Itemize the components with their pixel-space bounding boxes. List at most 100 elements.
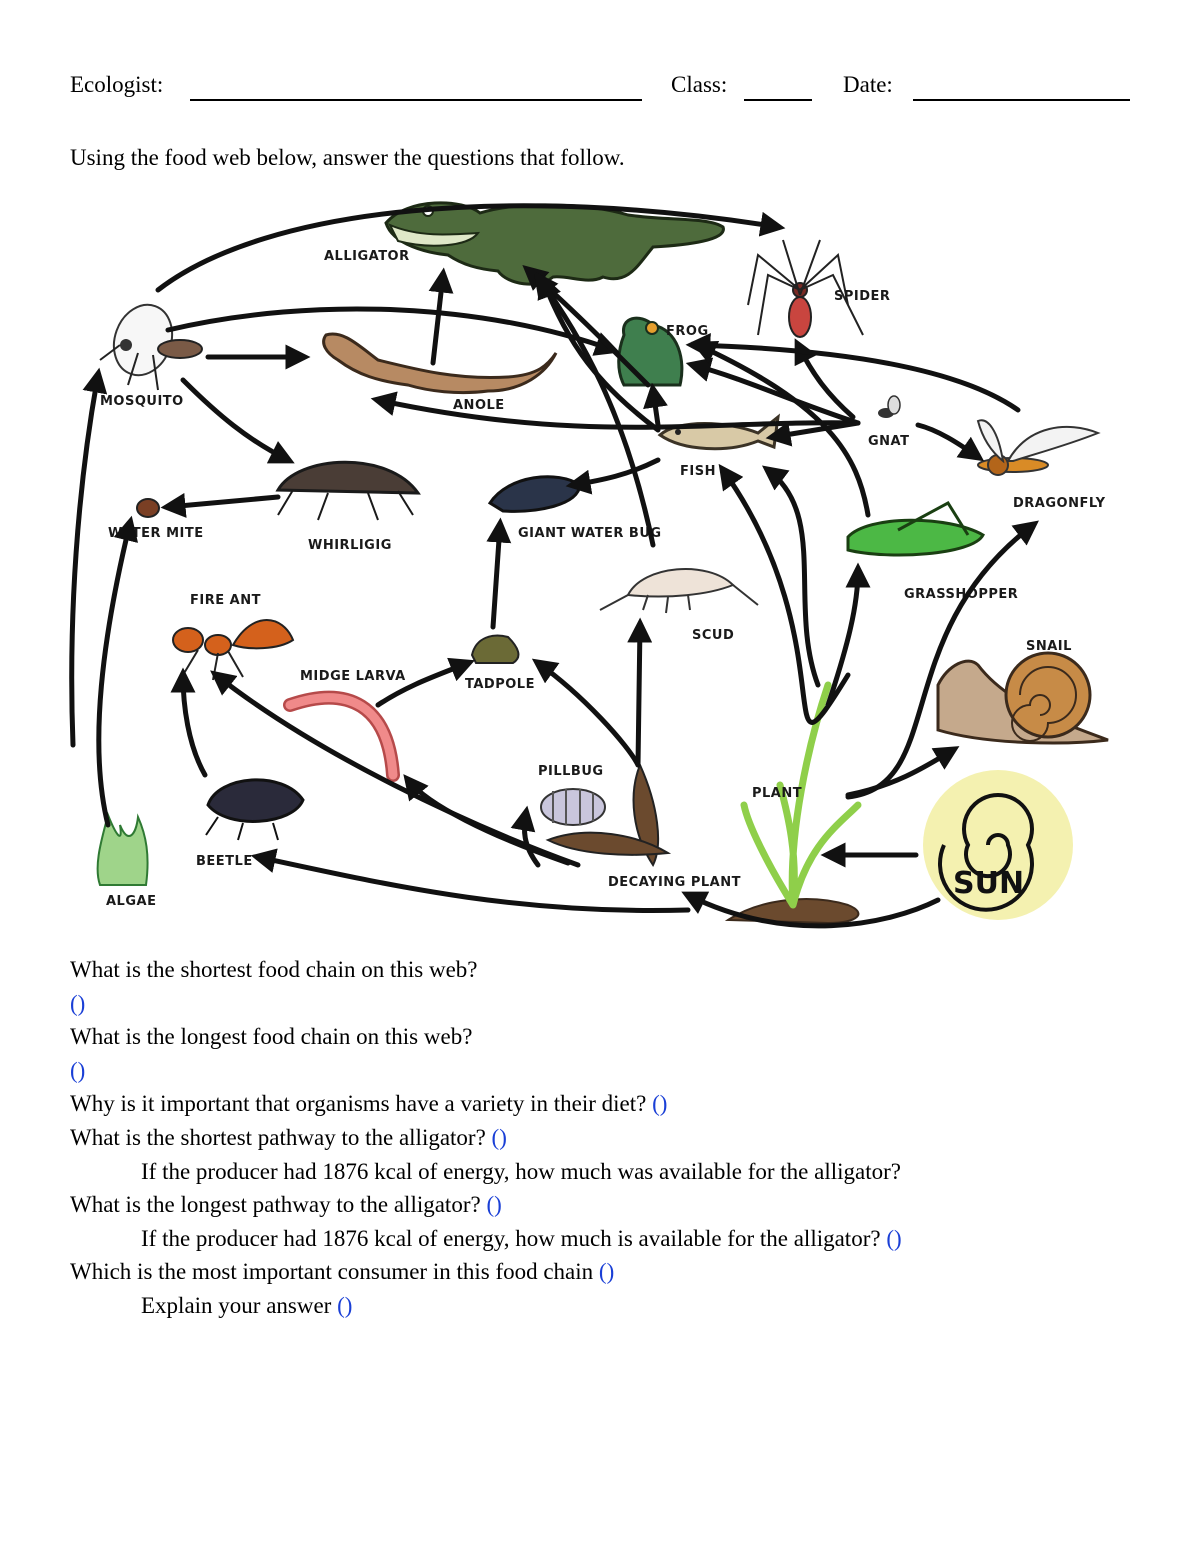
- arrow-decaying-plant-to-pillbug: [510, 805, 541, 868]
- arrow-tadpole-to-giant-water-bug: [486, 517, 512, 630]
- beetle-illustration: [205, 778, 305, 841]
- midge-larva-label: MIDGE LARVA: [300, 669, 406, 684]
- arrow-decaying-plant-to-fire-ant: [210, 670, 581, 868]
- fire-ant-illustration: [172, 619, 295, 681]
- grasshopper-illustration: [846, 501, 985, 557]
- answer-field[interactable]: (): [70, 1057, 86, 1083]
- answer-field[interactable]: (): [486, 1192, 502, 1218]
- alligator-label: ALLIGATOR: [324, 249, 410, 264]
- pillbug-illustration: [540, 788, 606, 826]
- dragonfly-illustration: [976, 419, 1101, 476]
- gnat-illustration: [878, 395, 901, 418]
- arrow-gnat-to-frog: [685, 357, 861, 426]
- arrow-scud-to-alligator: [533, 270, 656, 548]
- question-9: Explain your answer (): [70, 1289, 1130, 1323]
- question-text: If the producer had 1876 kcal of energy,…: [141, 1225, 881, 1251]
- arrow-plant-to-snail: [845, 746, 960, 798]
- arrow-plant-to-fish: [718, 463, 851, 725]
- question-7: If the producer had 1876 kcal of energy,…: [70, 1222, 1130, 1256]
- algae-illustration: [96, 811, 149, 886]
- arrow-decaying-plant-to-tadpole: [531, 658, 641, 768]
- arrow-fish-to-alligator: [537, 273, 661, 433]
- snail-label: SNAIL: [1026, 639, 1072, 654]
- arrow-midge-larva-to-tadpole: [375, 657, 475, 708]
- question-text: Which is the most important consumer in …: [70, 1259, 594, 1285]
- spider-illustration: [747, 239, 864, 338]
- arrow-fish-to-giant-water-bug: [565, 457, 661, 495]
- dragonfly-label: DRAGONFLY: [1013, 496, 1106, 511]
- food-web-arrows: [69, 203, 1039, 929]
- plant-illustration: [724, 681, 862, 925]
- question-6: What is the longest pathway to the allig…: [70, 1188, 1130, 1222]
- arrow-plant-to-grasshopper: [825, 562, 871, 708]
- arrow-sun-to-decaying-plant: [681, 891, 941, 929]
- date-label: Date:: [843, 72, 893, 97]
- question-4: What is the shortest pathway to the alli…: [70, 1121, 1130, 1155]
- spider-label: SPIDER: [834, 289, 890, 304]
- question-text: Explain your answer: [141, 1292, 332, 1318]
- tadpole-illustration: [470, 634, 520, 664]
- question-text: What is the shortest food chain on this …: [70, 957, 478, 982]
- anole-label: ANOLE: [453, 398, 505, 413]
- class-label: Class:: [671, 72, 728, 97]
- question-list: What is the shortest food chain on this …: [70, 953, 1130, 1323]
- date-field[interactable]: [913, 99, 1130, 101]
- arrow-plant-to-gnat: [762, 465, 821, 688]
- arrow-mosquito-to-frog: [165, 306, 621, 356]
- arrow-fish-to-frog: [643, 382, 668, 428]
- plant-label: PLANT: [752, 786, 802, 801]
- sun-illustration: [923, 770, 1073, 920]
- water-mite-label: WATER MITE: [108, 526, 204, 541]
- instructions: Using the food web below, answer the que…: [70, 145, 625, 170]
- question-1: What is the shortest food chain on this …: [70, 953, 1130, 987]
- arrow-mosquito-to-whirligig: [180, 377, 295, 464]
- decaying-plant-illustration: [545, 762, 672, 867]
- question-3: Why is it important that organisms have …: [70, 1087, 1130, 1121]
- answer-field[interactable]: (): [337, 1292, 353, 1318]
- worksheet-header: Ecologist: Class: Date:: [70, 72, 1135, 108]
- scud-label: SCUD: [692, 628, 734, 643]
- answer-field[interactable]: (): [491, 1124, 507, 1150]
- question-text: What is the shortest pathway to the alli…: [70, 1124, 486, 1150]
- answer-row: (): [70, 987, 1130, 1021]
- arrow-decaying-plant-to-beetle: [250, 848, 691, 914]
- anole-illustration: [322, 332, 558, 395]
- grasshopper-label: GRASSHOPPER: [904, 587, 1018, 602]
- arrow-mosquito-to-spider: [155, 203, 786, 293]
- arrow-algae-to-water-mite: [96, 515, 139, 828]
- arrow-whirligig-to-water-mite: [160, 492, 281, 518]
- answer-row: (): [70, 1054, 1130, 1088]
- mosquito-label: MOSQUITO: [100, 394, 184, 409]
- whirligig-label: WHIRLIGIG: [308, 538, 392, 553]
- answer-field[interactable]: (): [652, 1091, 668, 1117]
- arrow-grasshopper-to-frog: [691, 340, 871, 518]
- ecologist-label: Ecologist:: [70, 72, 164, 97]
- arrow-beetle-to-fire-ant: [170, 667, 208, 778]
- arrow-gnat-to-anole: [370, 391, 861, 430]
- giant-water-bug-illustration: [487, 475, 582, 513]
- midge-larva-illustration: [283, 690, 400, 782]
- giant-water-bug-label: GIANT WATER BUG: [518, 526, 662, 541]
- answer-field[interactable]: (): [886, 1225, 902, 1251]
- class-field[interactable]: [744, 99, 812, 101]
- arrow-anole-to-alligator: [428, 267, 454, 366]
- gnat-label: GNAT: [868, 434, 909, 449]
- whirligig-illustration: [275, 460, 421, 521]
- scud-illustration: [599, 568, 759, 614]
- mosquito-illustration: [99, 303, 203, 391]
- answer-field[interactable]: (): [598, 1259, 615, 1285]
- snail-illustration: [936, 651, 1109, 745]
- question-text: What is the longest pathway to the allig…: [70, 1192, 481, 1218]
- ecologist-name-field[interactable]: [190, 99, 642, 101]
- tadpole-label: TADPOLE: [465, 677, 535, 692]
- arrow-decaying-plant-to-scud: [627, 617, 653, 768]
- pillbug-label: PILLBUG: [538, 764, 604, 779]
- algae-label: ALGAE: [106, 894, 156, 909]
- answer-field[interactable]: (): [70, 990, 86, 1016]
- frog-label: FROG: [666, 324, 709, 339]
- arrow-dragonfly-to-frog: [685, 333, 1021, 413]
- arrow-gnat-to-fish: [765, 420, 861, 447]
- fish-label: FISH: [680, 464, 716, 479]
- question-2: What is the longest food chain on this w…: [70, 1020, 1130, 1054]
- arrow-gnat-to-dragonfly: [915, 422, 985, 462]
